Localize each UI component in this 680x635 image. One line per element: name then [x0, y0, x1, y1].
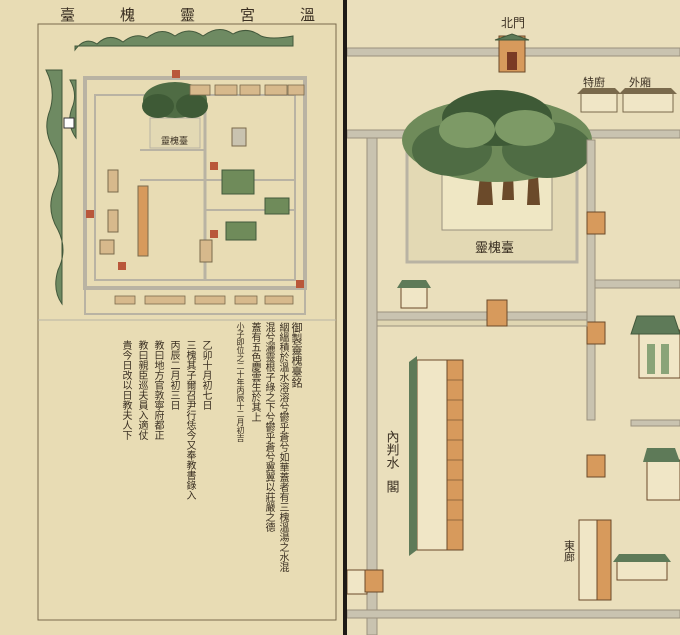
label-north-gate: 北門: [501, 16, 526, 30]
inscription-col-5: 小子即位之二十年丙辰十二月初吉: [236, 322, 245, 442]
tree-label-small: 靈槐臺: [161, 135, 188, 147]
label-special-kitchen: 特廚: [583, 75, 605, 89]
tree-platform-small: [149, 117, 201, 149]
stele-tower: [231, 127, 247, 147]
title-char-3: 靈: [180, 6, 196, 24]
main-hall: [221, 169, 255, 195]
detail-drawing: 特廚 外廂 靈槐臺: [347, 33, 680, 635]
panel-divider: [343, 0, 347, 635]
mountain-ridge-top: [74, 29, 294, 52]
title-char-4: 槐: [120, 6, 136, 24]
west-wall: [366, 129, 378, 635]
label-outer-wing: 外廂: [629, 75, 651, 89]
long-corridor: [416, 359, 448, 551]
mountain-ridge-left: [45, 69, 64, 306]
inscription-col-2: 絪縕積於溫水溶溶兮鬱乎蒼兮如華蓋者有三槐溫湯之水混: [277, 322, 288, 572]
record-block: 乙卯十月初七日 三槐其子爾召尹行恁今又奉教書錄入 丙辰二月初三日 教曰地方官敦寧…: [117, 340, 213, 620]
title-char-5: 臺: [60, 6, 76, 24]
mountain-ridge-left-small: [69, 79, 77, 140]
record-col-4: 教曰地方官敦寧府都正: [152, 340, 163, 440]
label-tree-platform: 靈槐臺: [475, 240, 514, 256]
building-outer-wing: [619, 88, 677, 113]
scroll-detail-view: 特廚 外廂 靈槐臺: [347, 0, 680, 635]
inscription-col-3: 混兮灑靈根子綠之下兮鬱乎蒼兮翼翼以莊嚴之德: [263, 322, 274, 532]
three-pagoda-trees: [402, 90, 592, 205]
main-hall-right: [630, 315, 680, 379]
label-east-corridor: 東廊: [563, 540, 576, 563]
record-col-6: 貴今日改以日教夫人下: [120, 340, 131, 440]
small-pavilion: [400, 285, 428, 309]
east-corridor: [578, 519, 598, 601]
title-char-2: 宮: [240, 6, 256, 24]
record-col-5: 教曰親臣巡夫員入適仗: [136, 340, 147, 440]
map-drawing: 靈槐臺: [37, 23, 337, 621]
label-road: 閣: [384, 480, 399, 493]
long-hall: [137, 185, 149, 257]
inscription-block: 御製靈槐臺銘 絪縕積於溫水溶溶兮鬱乎蒼兮如華蓋者有三槐溫湯之水混 混兮灑靈根子綠…: [233, 322, 303, 622]
record-col-2: 三槐其子爾召尹行恁今又奉教書錄入: [184, 340, 195, 500]
inscription-col-4: 蓋有五色慶雲生於其上: [249, 322, 260, 422]
inscription-col-1: 御製靈槐臺銘: [290, 322, 303, 388]
title-char-1: 溫: [300, 6, 316, 24]
record-col-1: 乙卯十月初七日: [200, 340, 211, 410]
scroll-full-view: 臺 槐 靈 宮 溫 靈槐臺: [0, 0, 343, 635]
building-special-kitchen: [577, 88, 621, 113]
middle-gate: [486, 299, 508, 327]
record-col-3: 丙辰二月初三日: [168, 340, 179, 410]
label-inner-judge-water: 內判水: [384, 430, 400, 469]
side-hall-right: [643, 448, 680, 501]
